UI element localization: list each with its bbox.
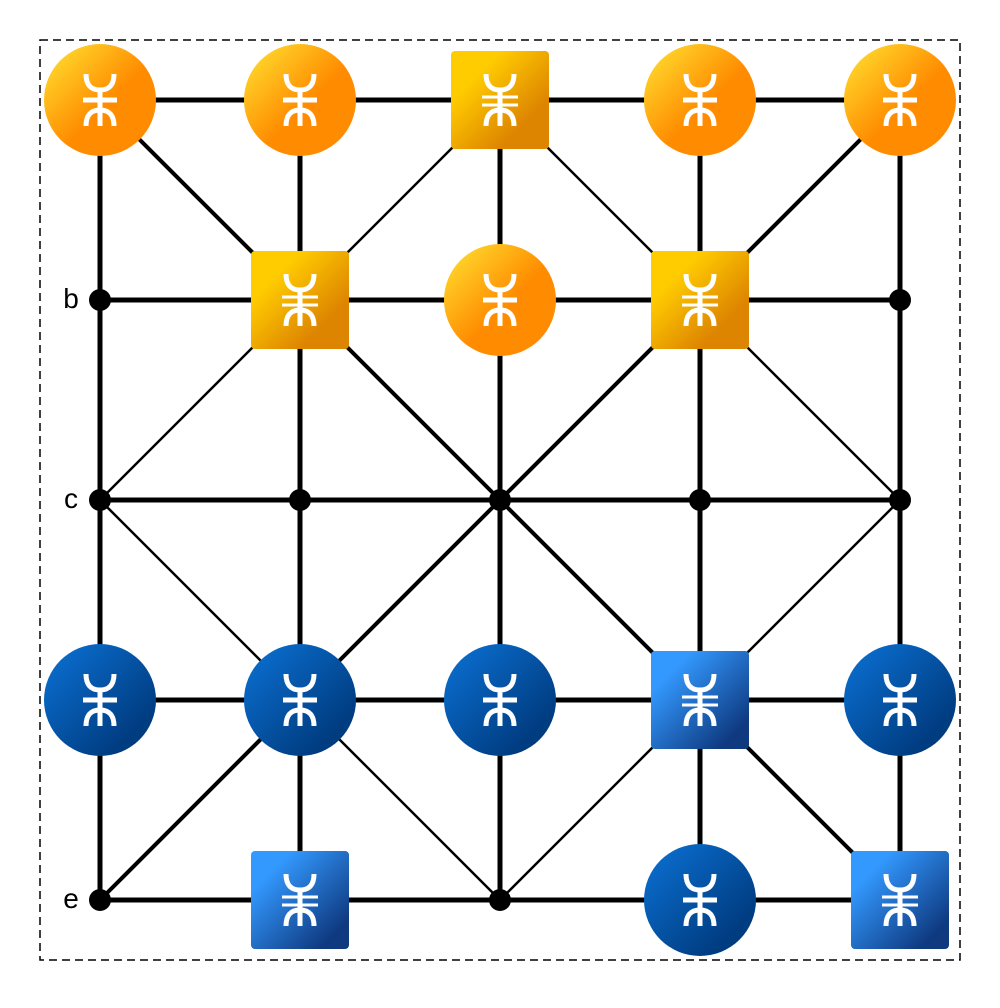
yaz-symbol-icon [283, 73, 317, 127]
board-point-e1[interactable] [89, 889, 111, 911]
yaz-symbol-icon [883, 73, 917, 127]
yaz-symbol-icon [283, 673, 317, 727]
blue-square-piece[interactable] [851, 851, 949, 949]
board-point-e3[interactable] [489, 889, 511, 911]
board-border [39, 39, 961, 961]
board-point-b1[interactable] [89, 289, 111, 311]
orange-square-piece[interactable] [451, 51, 549, 149]
yaz-symbol-icon [683, 873, 717, 927]
symbol-bars-icon [482, 95, 518, 107]
yaz-symbol-icon [83, 673, 117, 727]
board-point-c3[interactable] [489, 489, 511, 511]
board-point-c1[interactable] [89, 489, 111, 511]
blue-circle-piece[interactable] [844, 644, 956, 756]
symbol-bars-icon [282, 895, 318, 907]
row-label-e: e [63, 883, 79, 914]
symbol-bars-icon [282, 295, 318, 307]
board-point-c2[interactable] [289, 489, 311, 511]
blue-square-piece[interactable] [251, 851, 349, 949]
symbol-bars-icon [682, 695, 718, 707]
row-label-c: c [64, 483, 78, 514]
blue-circle-piece[interactable] [644, 844, 756, 956]
board-point-c5[interactable] [889, 489, 911, 511]
blue-circle-piece[interactable] [244, 644, 356, 756]
orange-square-piece[interactable] [651, 251, 749, 349]
symbol-bars-icon [682, 295, 718, 307]
yaz-symbol-icon [483, 273, 517, 327]
orange-square-piece[interactable] [251, 251, 349, 349]
board-point-b5[interactable] [889, 289, 911, 311]
blue-circle-piece[interactable] [44, 644, 156, 756]
orange-circle-piece[interactable] [644, 44, 756, 156]
yaz-symbol-icon [883, 673, 917, 727]
yaz-symbol-icon [83, 73, 117, 127]
symbol-bars-icon [882, 895, 918, 907]
yaz-symbol-icon [483, 673, 517, 727]
row-label-b: b [63, 283, 79, 314]
blue-circle-piece[interactable] [444, 644, 556, 756]
orange-circle-piece[interactable] [444, 244, 556, 356]
blue-square-piece[interactable] [651, 651, 749, 749]
orange-circle-piece[interactable] [844, 44, 956, 156]
orange-circle-piece[interactable] [44, 44, 156, 156]
board-point-c4[interactable] [689, 489, 711, 511]
yaz-symbol-icon [683, 73, 717, 127]
orange-circle-piece[interactable] [244, 44, 356, 156]
